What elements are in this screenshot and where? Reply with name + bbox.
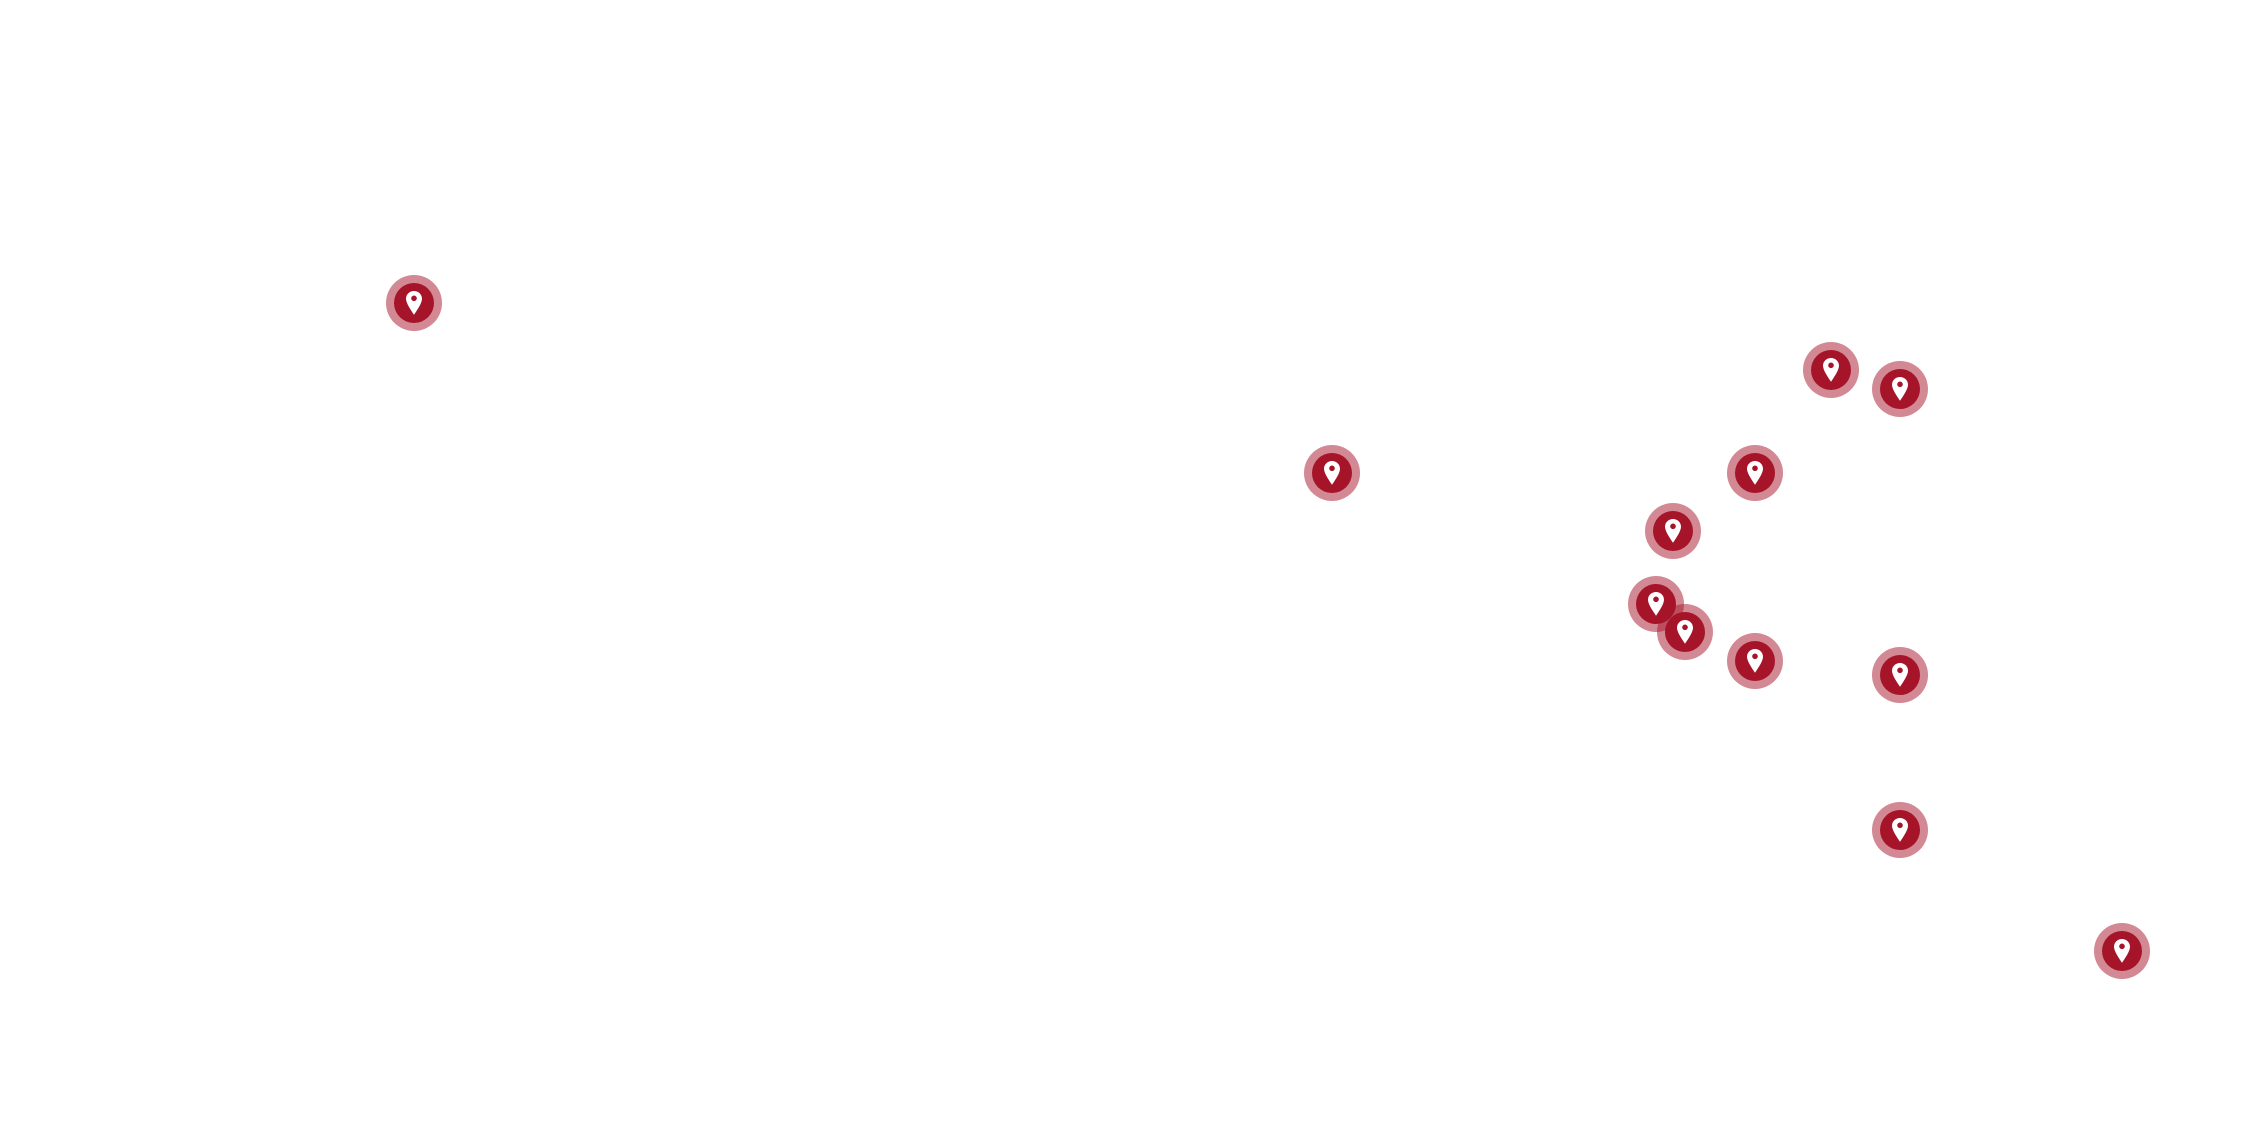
map-marker[interactable] (1628, 576, 1684, 632)
map-pin-icon (1677, 620, 1693, 644)
map-pin-icon (1324, 461, 1340, 485)
marker-core (1636, 584, 1676, 624)
map-pin-icon (1892, 818, 1908, 842)
map-pin-icon (1892, 377, 1908, 401)
map-marker[interactable] (1657, 604, 1713, 660)
marker-core (1665, 612, 1705, 652)
map-marker[interactable] (1872, 647, 1928, 703)
map-marker[interactable] (1645, 503, 1701, 559)
map-marker[interactable] (1803, 342, 1859, 398)
marker-core (1811, 350, 1851, 390)
marker-core (1312, 453, 1352, 493)
marker-core (1880, 655, 1920, 695)
map-pin-icon (1747, 461, 1763, 485)
map-marker[interactable] (1727, 445, 1783, 501)
map-marker[interactable] (1304, 445, 1360, 501)
marker-core (1735, 453, 1775, 493)
marker-core (2102, 931, 2142, 971)
map-marker[interactable] (386, 275, 442, 331)
map-pin-icon (406, 291, 422, 315)
map-pin-icon (2114, 939, 2130, 963)
map-pin-icon (1648, 592, 1664, 616)
map-marker[interactable] (1727, 633, 1783, 689)
marker-core (1880, 810, 1920, 850)
map-pin-icon (1665, 519, 1681, 543)
map-marker[interactable] (2094, 923, 2150, 979)
marker-core (1880, 369, 1920, 409)
marker-core (1653, 511, 1693, 551)
map-pin-icon (1823, 358, 1839, 382)
marker-core (1735, 641, 1775, 681)
map-marker[interactable] (1872, 802, 1928, 858)
map-pin-icon (1892, 663, 1908, 687)
map-marker[interactable] (1872, 361, 1928, 417)
map-pin-icon (1747, 649, 1763, 673)
marker-core (394, 283, 434, 323)
